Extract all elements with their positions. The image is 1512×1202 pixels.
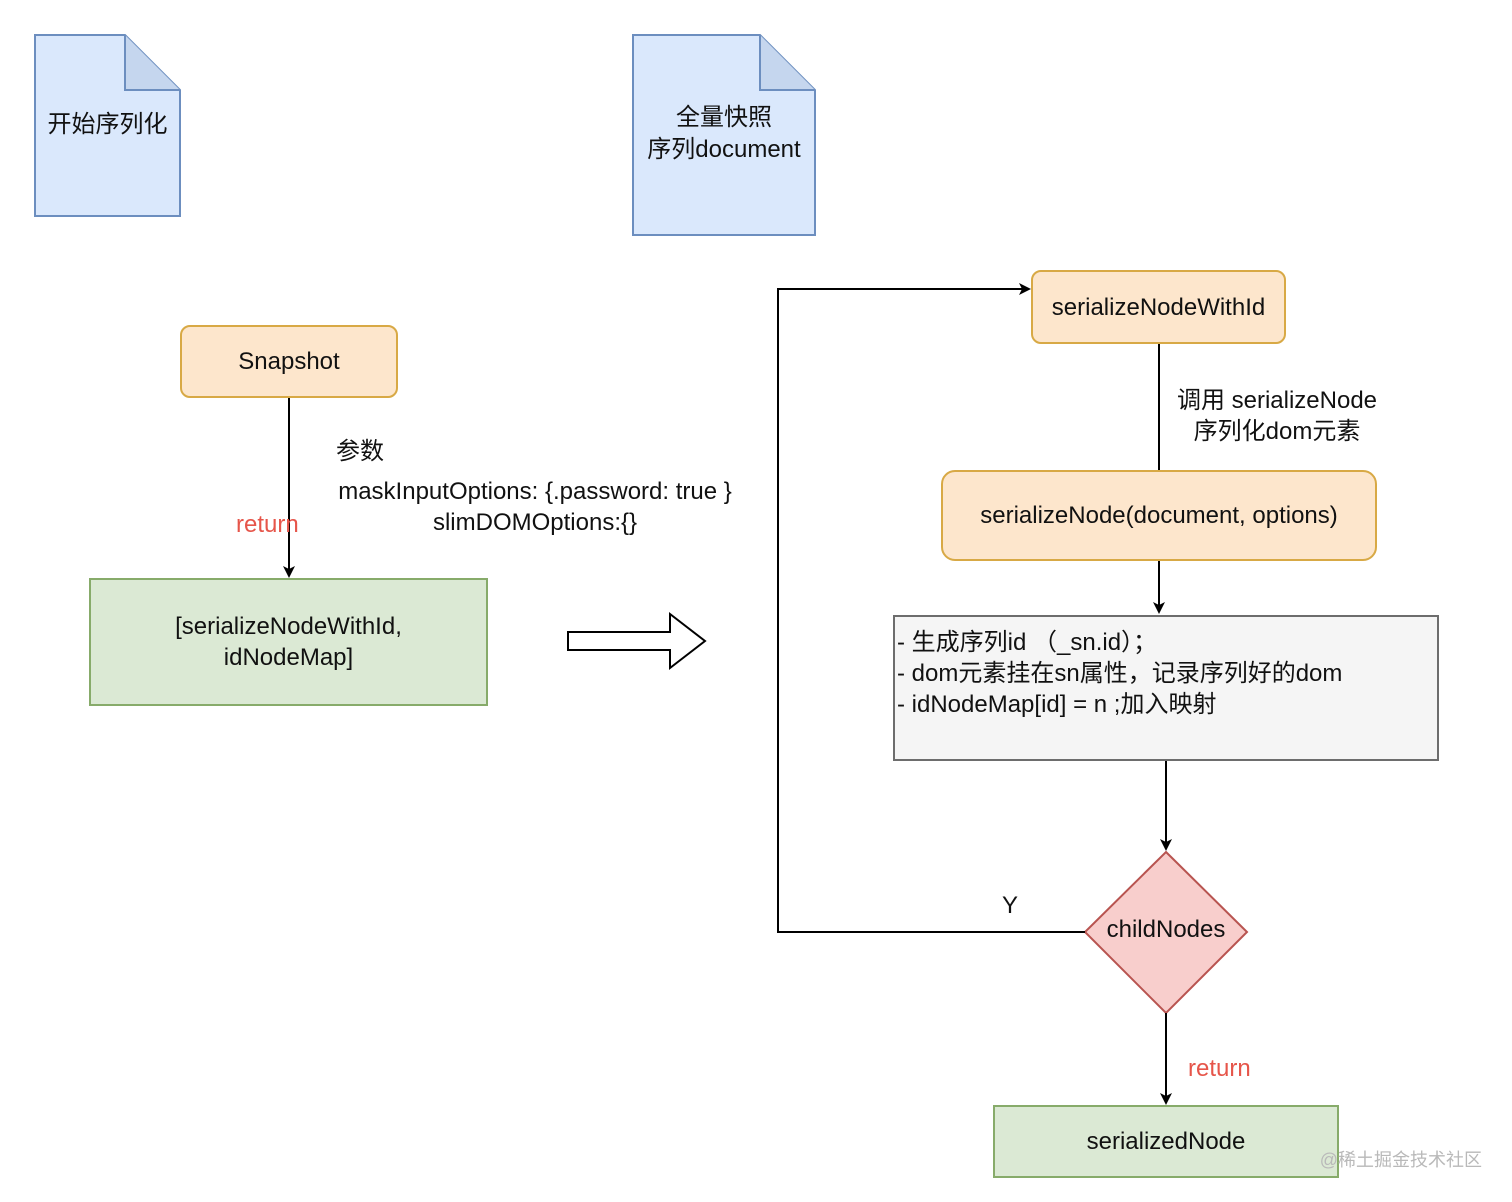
- full-snapshot-doc-label: 全量快照 序列document: [633, 100, 815, 168]
- loop-back-edge: [777, 283, 1085, 933]
- serialize-node-node: serializeNode(document, options): [941, 470, 1377, 561]
- params-line2: slimDOMOptions:{}: [432, 509, 638, 536]
- watermark: @稀土掘金技术社区: [1319, 1150, 1482, 1170]
- result-node: [serializeNodeWithId, idNodeMap]: [89, 578, 488, 706]
- yes-label: Y: [1002, 892, 1019, 919]
- step-item: - dom元素挂在sn属性，记录序列好的dom: [897, 660, 1343, 687]
- snapshot-node-text: Snapshot: [238, 348, 340, 375]
- params-title: 参数: [336, 438, 384, 465]
- transition-arrow: [567, 611, 707, 671]
- steps-box: - 生成序列id （_sn.id）； - dom元素挂在sn属性，记录序列好的d…: [893, 615, 1439, 761]
- full-snapshot-doc-fold: [759, 35, 815, 91]
- result-line2: idNodeMap]: [223, 644, 354, 671]
- start-doc-label: 开始序列化: [35, 90, 180, 160]
- start-doc-text: 开始序列化: [47, 111, 168, 138]
- return-left-label: return: [236, 511, 299, 538]
- full-snapshot-line1: 全量快照: [676, 104, 772, 131]
- step-item: - 生成序列id （_sn.id）；: [897, 629, 1158, 656]
- snapshot-node: Snapshot: [180, 325, 398, 398]
- call-line2: 序列化dom元素: [1193, 418, 1361, 445]
- params-line1: maskInputOptions: {.password: true }: [338, 478, 732, 505]
- serialized-node: serializedNode: [993, 1105, 1339, 1178]
- return-right-label: return: [1188, 1055, 1251, 1082]
- result-line1: [serializeNodeWithId,: [175, 613, 402, 640]
- serialized-node-text: serializedNode: [1086, 1128, 1246, 1155]
- step-item: - idNodeMap[id] = n ;加入映射: [897, 691, 1217, 718]
- call-line1: 调用 serializeNode: [1176, 387, 1378, 414]
- serialize-with-id-node: serializeNodeWithId: [1031, 270, 1286, 344]
- full-snapshot-line2: 序列document: [647, 136, 801, 163]
- childnodes-decision-text: childNodes: [1106, 916, 1226, 943]
- start-doc-fold: [124, 35, 180, 91]
- serialize-node-text: serializeNode(document, options): [980, 502, 1338, 529]
- serialize-with-id-text: serializeNodeWithId: [1051, 293, 1266, 321]
